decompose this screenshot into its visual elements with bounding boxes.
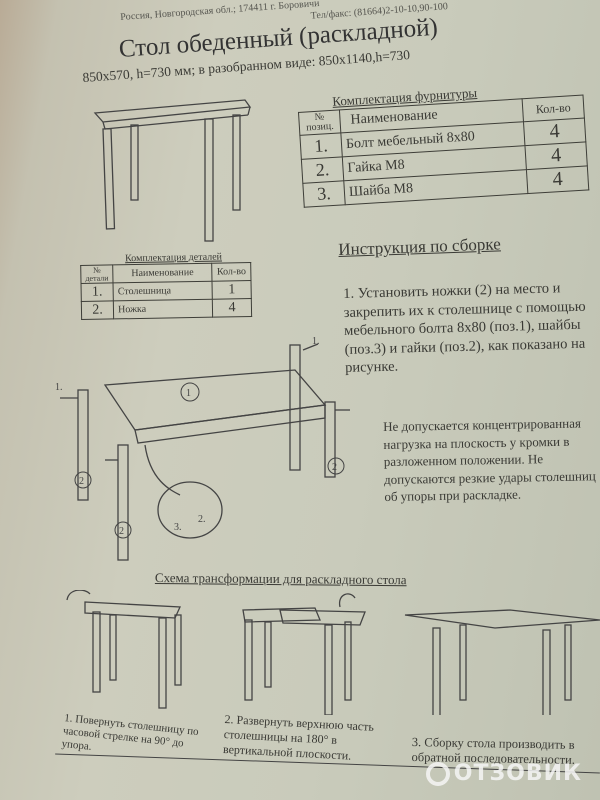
schema-heading: Схема трансформации для раскладного стол… [154,570,407,588]
cell: 1. [299,132,343,160]
warning-text: Не допускается концентрированная нагрузк… [383,415,596,504]
table-illustration [93,99,252,242]
cell: 4 [212,298,252,318]
watermark-text: ОТЗОВИК [453,761,582,786]
label-leg: 2 [79,476,84,487]
label-bolt: 1. [312,336,320,347]
folded-table [66,590,182,709]
watermark-logo-icon [425,761,450,786]
label-nut: 2. [198,514,206,525]
cell: 4 [526,165,589,194]
watermark: ОТЗОВИК [425,761,582,786]
instructions-heading: Инструкция по сборке [338,234,502,259]
cell: 1 [212,280,252,300]
table-row: 2. Ножка 4 [81,298,252,320]
label-leg: 2 [119,526,124,537]
transformation-diagrams [66,590,600,715]
hardware-section: Комплектация фурнитуры № позиц. Наименов… [297,79,589,208]
header-cell: Кол-во [211,262,252,282]
label-leg: 2 [332,462,337,473]
label-washer: 3. [174,522,182,533]
label-bolt: 1. [55,382,63,393]
cell: 2. [301,156,344,184]
header-cell: № детали [80,264,114,284]
instruction-step-1: 1. Установить ножки (2) на место и закре… [343,280,586,376]
label-top: 1 [186,388,191,399]
header-cell: Наименование [112,263,213,283]
hardware-table: № позиц. Наименование Кол-во 1. Болт меб… [298,95,589,208]
cell: 1. [81,282,114,302]
cell: 3. [302,180,346,208]
assembly-diagram: 1 1. 1. 2 2 2 2. 3. [55,336,350,561]
header-cell: № позиц. [298,109,341,136]
parts-table: № детали Наименование Кол-во 1. Столешни… [80,262,252,320]
cell: Столешница [113,281,213,301]
cell: Ножка [113,299,213,319]
unfolded-table [404,609,600,715]
cell: 2. [81,300,114,320]
schema-step-2: 2. Развернуть верхнюю часть столешницы н… [222,712,375,763]
rotating-table [242,593,366,715]
parts-section: Комплектация деталей № детали Наименован… [80,251,252,320]
